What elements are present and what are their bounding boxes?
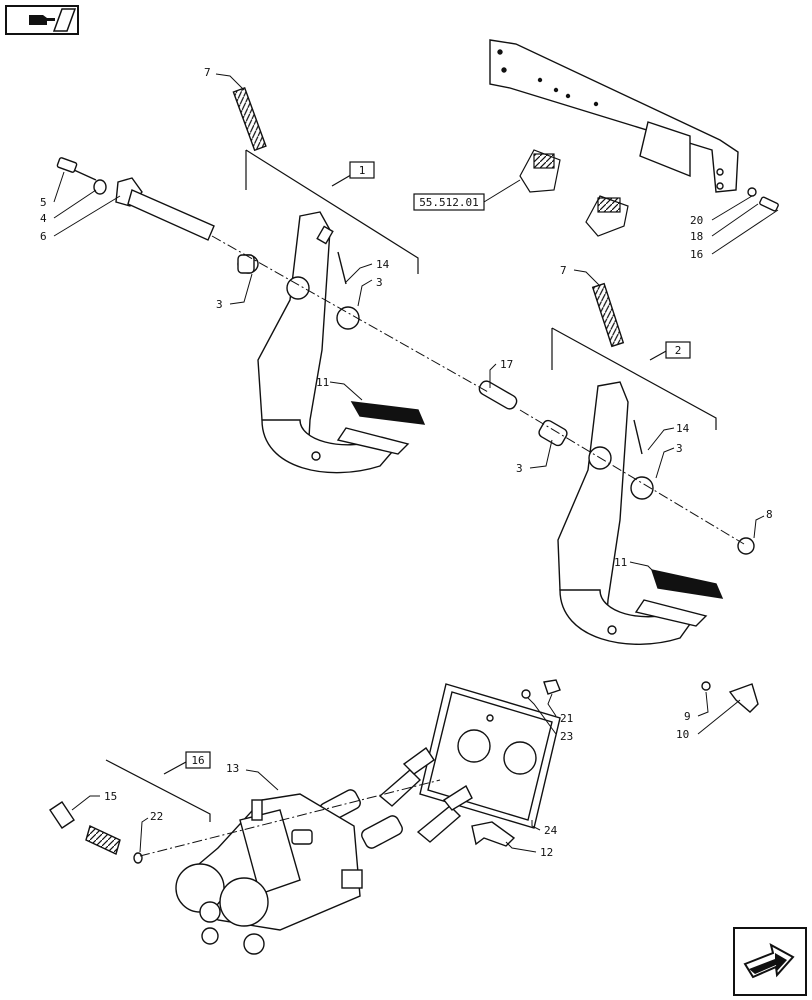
callout-20: 20 [690,214,703,227]
boxed-ref-16[interactable]: 16 [185,751,211,769]
callout-13: 13 [226,762,239,775]
prev-page-button[interactable] [5,5,79,35]
boxed-ref-2[interactable]: 2 [665,341,691,359]
callout-7-upper: 7 [204,66,211,79]
assembly-centerlines [139,235,745,857]
callout-11-b: 11 [614,556,627,569]
callout-18: 18 [690,230,703,243]
ref-code-box[interactable]: 55.512.01 [413,179,521,211]
arrow-return-icon [743,943,795,979]
callout-24: 24 [544,824,558,837]
pedal-assembly-left [56,86,426,474]
master-cylinder-assembly [49,679,759,955]
callout-leaders [53,73,779,853]
callout-8: 8 [766,508,773,521]
callout-17: 17 [500,358,513,371]
pointer-hand-icon [29,8,77,32]
callout-9: 9 [684,710,691,723]
callout-3-d: 3 [676,442,683,455]
callout-22: 22 [150,810,163,823]
callout-5: 5 [40,196,47,209]
callout-12: 12 [540,846,553,859]
callout-6: 6 [40,230,47,243]
pedal-assembly-right [478,282,755,645]
callout-14-a: 14 [376,258,390,271]
callout-16: 16 [690,248,703,261]
callout-7-lower: 7 [560,264,567,277]
group-brackets [105,149,717,822]
callout-3-a: 3 [216,298,223,311]
callout-21: 21 [560,712,573,725]
callout-15: 15 [104,790,117,803]
callout-11-a: 11 [316,376,329,389]
callout-3-c: 3 [516,462,523,475]
brake-switch-parts [519,149,629,237]
svg-text:1: 1 [359,164,366,177]
callout-3-b: 3 [376,276,383,289]
callout-10: 10 [676,728,689,741]
boxed-ref-1[interactable]: 1 [349,161,375,179]
svg-text:2: 2 [675,344,682,357]
svg-text:55.512.01: 55.512.01 [419,196,479,209]
next-page-button[interactable] [733,927,807,996]
svg-text:16: 16 [191,754,204,767]
callout-23: 23 [560,730,573,743]
callout-14-b: 14 [676,422,690,435]
callout-4: 4 [40,212,47,225]
mounting-bracket [489,39,779,212]
callout-labels: 7 5 4 6 3 14 3 11 7 17 3 14 3 8 11 20 18… [40,66,773,859]
